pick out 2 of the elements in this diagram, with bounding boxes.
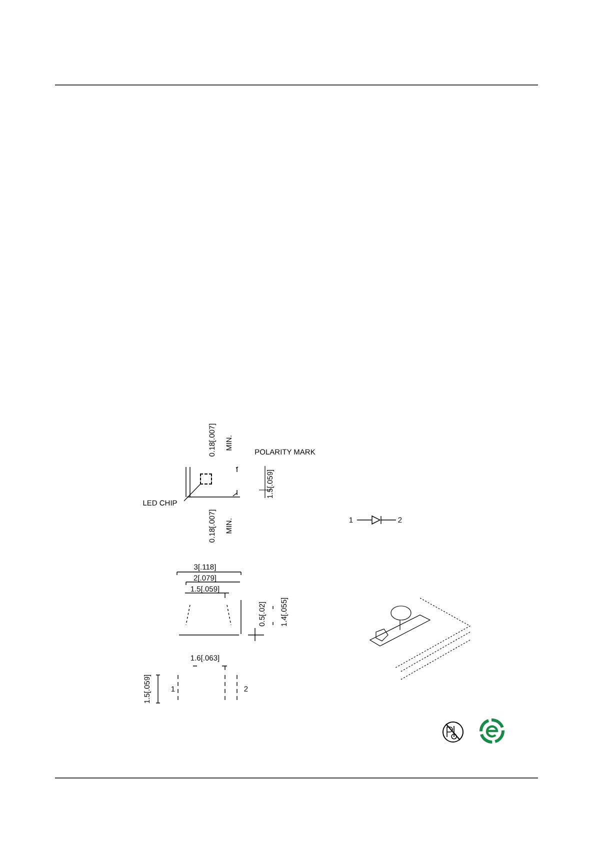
- leader-line: [184, 483, 202, 502]
- led-chip: [200, 474, 212, 484]
